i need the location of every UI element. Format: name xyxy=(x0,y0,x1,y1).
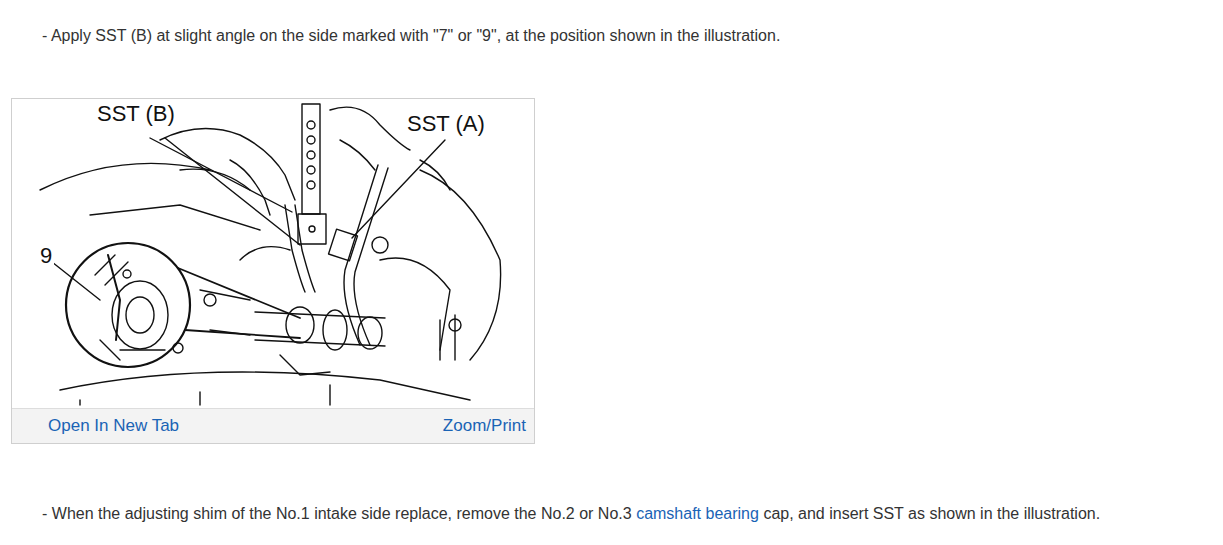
instruction-text: - Apply SST (B) at slight angle on the s… xyxy=(42,27,780,45)
instruction-text: cap, and insert SST as shown in the illu… xyxy=(763,505,1100,523)
image-toolbar: Open In New Tab Zoom/Print xyxy=(12,408,534,443)
callout-number: 9 xyxy=(38,243,54,269)
toolbar-link: Open In New Tab xyxy=(48,416,179,436)
tool-label: SST (A) xyxy=(405,111,487,137)
tool-label: SST (B) xyxy=(95,101,177,127)
image-frame: Open In New Tab Zoom/Print xyxy=(11,98,535,444)
toolbar-button: Zoom/Print xyxy=(443,416,526,436)
instruction-text: - When the adjusting shim of the No.1 in… xyxy=(42,505,632,523)
link-text: camshaft bearing xyxy=(636,505,759,523)
